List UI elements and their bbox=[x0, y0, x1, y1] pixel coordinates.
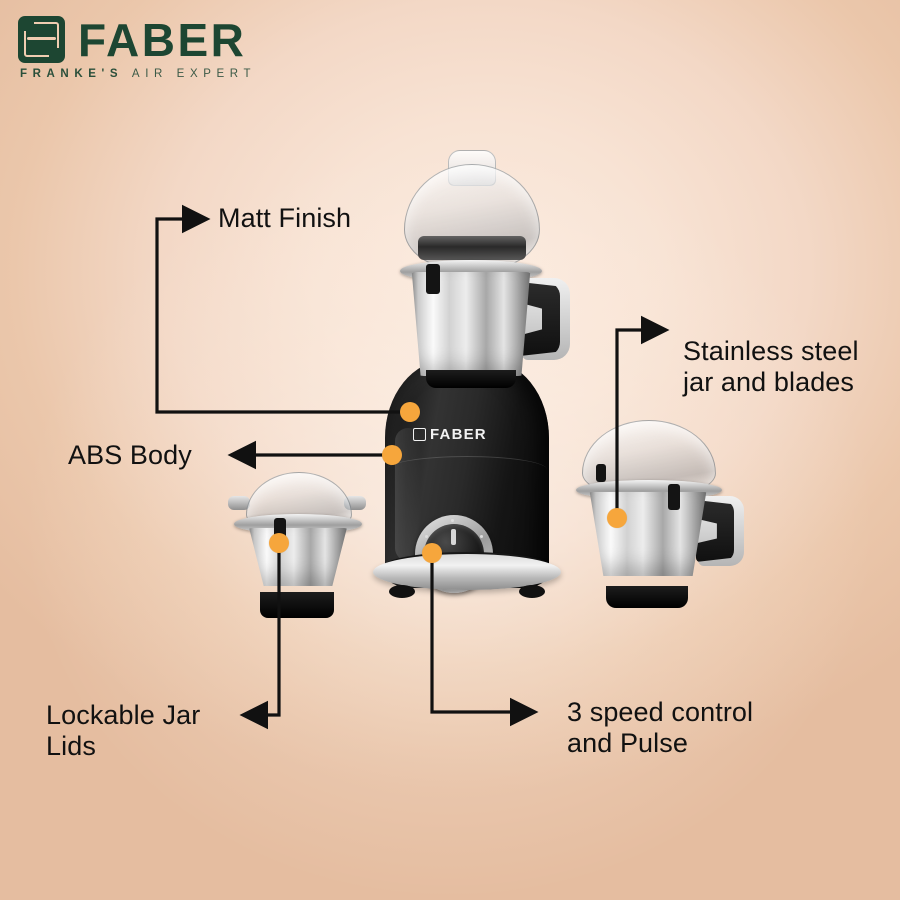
jar-steel-body bbox=[589, 492, 707, 576]
marker-dot-stainless-steel bbox=[607, 508, 627, 528]
marker-dot-speed-control bbox=[422, 543, 442, 563]
base-foot-left bbox=[389, 585, 415, 598]
base-seam bbox=[387, 456, 547, 483]
callout-label-speed-control: 3 speed control and Pulse bbox=[567, 697, 754, 759]
product-brand-mark: FABER bbox=[413, 426, 487, 443]
marker-dot-matt-finish bbox=[400, 402, 420, 422]
logo-row: FABER bbox=[18, 16, 256, 63]
jar-base-collar bbox=[606, 586, 688, 608]
callout-label-stainless-steel: Stainless steel jar and blades bbox=[683, 336, 859, 398]
jar-lid-lock-clip bbox=[426, 264, 440, 294]
product-brand-icon bbox=[413, 428, 426, 441]
jar-base-collar bbox=[260, 592, 334, 618]
jar-steel-body bbox=[249, 528, 347, 586]
jar-lid-ear-left bbox=[228, 496, 250, 510]
marker-dot-lockable-lids bbox=[269, 533, 289, 553]
callout-label-lockable-lids: Lockable Jar Lids bbox=[46, 700, 201, 762]
jar-blade-assembly bbox=[418, 236, 526, 260]
callout-label-abs-body: ABS Body bbox=[68, 440, 192, 470]
brand-name: FABER bbox=[78, 13, 247, 66]
callout-label-matt-finish: Matt Finish bbox=[218, 203, 352, 233]
mixer-motor-base: FABER bbox=[367, 350, 567, 612]
medium-jar bbox=[560, 418, 744, 608]
tagline-light: AIR EXPERT bbox=[131, 68, 257, 80]
jar-lid-lock-clip bbox=[668, 484, 680, 510]
marker-dot-abs-body bbox=[382, 445, 402, 465]
jar-lid-lock-clip-left bbox=[596, 464, 606, 482]
tagline-bold: FRANKE'S bbox=[20, 68, 124, 80]
product-brand-label: FABER bbox=[430, 426, 487, 443]
faber-leaf-monogram-icon bbox=[18, 16, 65, 63]
base-foot-right bbox=[519, 585, 545, 598]
chutney-jar bbox=[222, 470, 372, 618]
brand-logo: FABER FRANKE'S AIR EXPERT bbox=[18, 16, 256, 80]
main-jar bbox=[382, 150, 570, 388]
jar-base-collar bbox=[426, 370, 516, 388]
brand-tagline: FRANKE'S AIR EXPERT bbox=[18, 68, 256, 80]
knob-pointer bbox=[451, 529, 456, 545]
